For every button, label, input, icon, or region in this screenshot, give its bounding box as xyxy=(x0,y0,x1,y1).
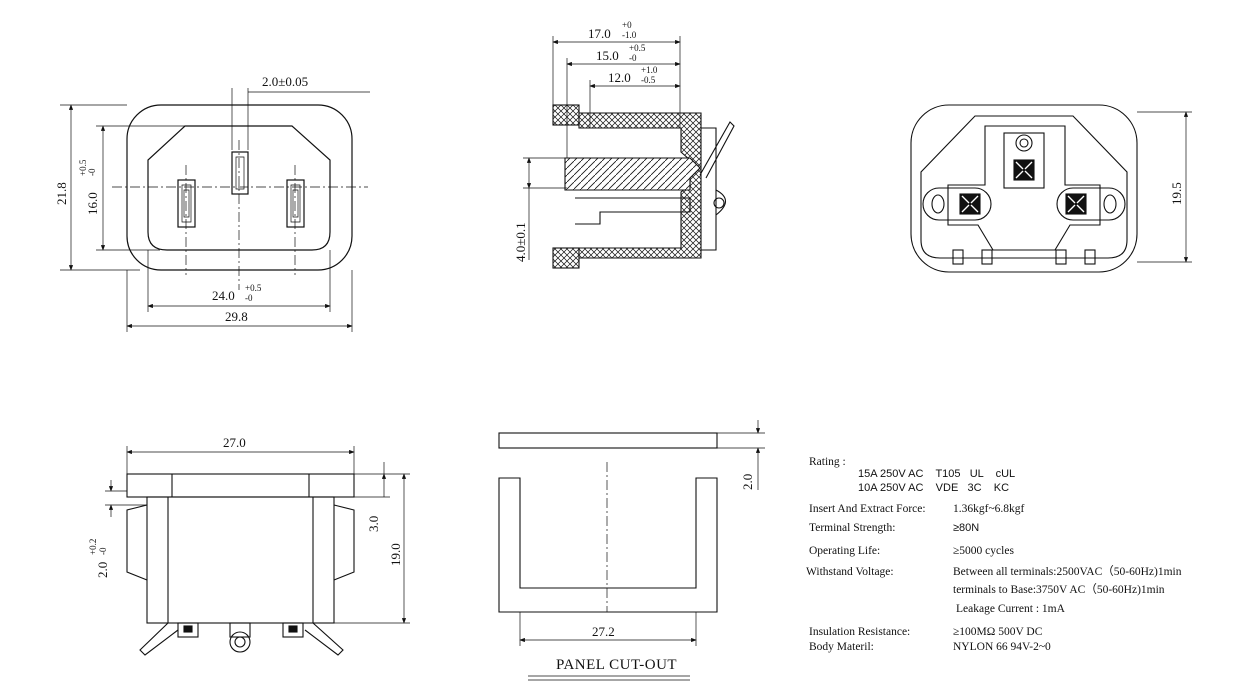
front-pin-right xyxy=(286,179,305,228)
dim-flange-width: 27.0 xyxy=(223,435,246,450)
rear-inner-contour xyxy=(920,115,1128,259)
rear-center-hole-inner xyxy=(1019,138,1029,148)
cutout-dimension-lines xyxy=(519,420,765,681)
dim-flange-thickness: 3.0 xyxy=(366,516,381,532)
terminal-leg-left xyxy=(139,622,179,656)
dim-outer-width: 29.8 xyxy=(225,309,248,324)
section-dimension-lines xyxy=(523,36,681,260)
dim-inner-height: 16.0 xyxy=(85,192,100,215)
dim-pin-width: 2.0±0.05 xyxy=(262,74,308,89)
dim-depth-17-up: +0 xyxy=(622,20,632,30)
rear-bottom-tabs xyxy=(952,249,1096,265)
dim-cutout-width: 27.2 xyxy=(592,624,615,639)
dim-body-height: 19.0 xyxy=(388,543,403,566)
spec-voltage-label: Withstand Voltage: xyxy=(806,566,894,578)
front-centerlines xyxy=(112,140,368,290)
dim-depth-17: 17.0 xyxy=(588,26,611,41)
spec-insert-value: 1.36kgf~6.8kgf xyxy=(953,503,1025,515)
rear-view xyxy=(910,104,1192,273)
section-body-wall xyxy=(578,112,702,259)
spec-voltage-value3: Leakage Current : 1mA xyxy=(956,603,1066,615)
dim-inner-height-tol-up: +0.5 xyxy=(78,159,88,176)
spec-insulation-value: ≥100MΩ 500V DC xyxy=(953,626,1043,638)
dim-depth-17-lo: -1.0 xyxy=(622,30,637,40)
section-inner-contact xyxy=(575,197,691,225)
panel-cutout-view xyxy=(498,420,765,681)
front-dimension-lines xyxy=(60,88,370,332)
dim-rear-height: 19.5 xyxy=(1169,182,1184,205)
side-latch-left xyxy=(126,504,148,581)
cutout-title: PANEL CUT-OUT xyxy=(556,657,677,673)
front-view xyxy=(60,88,370,332)
dim-inner-height-tol-lo: -0 xyxy=(87,168,97,176)
front-inner-contour xyxy=(147,125,331,251)
dim-depth-12-lo: -0.5 xyxy=(641,75,656,85)
dim-depth-12-up: +1.0 xyxy=(641,65,658,75)
terminal-leg-right xyxy=(304,622,344,656)
rear-center-hole xyxy=(1015,134,1033,152)
section-front-flange-bottom xyxy=(552,247,580,269)
spec-voltage-value1: Between all terminals:2500VAC（50-60Hz)1m… xyxy=(953,565,1182,578)
dim-cutout-wall: 2.0 xyxy=(740,474,755,490)
spec-terminal-value: ≥80N xyxy=(953,522,979,534)
front-outer-body xyxy=(126,104,353,271)
spec-voltage-value2: terminals to Base:3750V AC（50-60Hz)1min xyxy=(953,583,1165,596)
body-block xyxy=(146,496,335,624)
flange xyxy=(126,473,355,498)
section-pin-hatched xyxy=(564,157,701,191)
spec-rating-label: Rating : xyxy=(809,456,846,468)
spec-body-label: Body Materil: xyxy=(809,641,874,653)
dim-pin-offset: 4.0±0.1 xyxy=(513,222,528,262)
dim-depth-12: 12.0 xyxy=(608,70,631,85)
rear-dimension-lines xyxy=(1137,111,1192,263)
bottom-terminals xyxy=(177,622,304,653)
dim-side-latch-lo: -0 xyxy=(98,547,108,555)
rear-center-block xyxy=(1003,132,1045,189)
spec-life-value: ≥5000 cycles xyxy=(953,545,1014,557)
rear-terminal-left xyxy=(922,187,992,221)
cutout-u-shape xyxy=(498,477,718,613)
bottom-front-view xyxy=(105,446,410,656)
rear-terminal-frame xyxy=(947,125,1101,251)
rear-terminal-center xyxy=(1013,159,1035,181)
bottom-dimension-lines xyxy=(105,446,410,624)
rear-terminal-right xyxy=(1056,187,1126,221)
spec-terminal-label: Terminal Strength: xyxy=(809,522,895,534)
spec-life-label: Operating Life: xyxy=(809,545,880,557)
dim-inner-width-tol-lo: -0 xyxy=(245,293,253,303)
dim-height-total: 21.8 xyxy=(54,182,69,205)
front-pin-earth xyxy=(231,151,249,195)
section-front-flange xyxy=(552,104,580,126)
side-latch-right xyxy=(333,504,355,581)
rear-outer-body xyxy=(910,104,1138,273)
spec-body-value: NYLON 66 94V-2~0 xyxy=(953,641,1051,653)
dim-depth-15-up: +0.5 xyxy=(629,43,646,53)
spec-insert-label: Insert And Extract Force: xyxy=(809,503,926,515)
section-view xyxy=(523,36,735,269)
dim-inner-width: 24.0 xyxy=(212,288,235,303)
dim-side-latch: 2.0 xyxy=(95,562,110,578)
spec-insulation-label: Insulation Resistance: xyxy=(809,626,910,638)
section-clip xyxy=(699,121,735,251)
front-pin-left xyxy=(177,179,196,228)
dim-depth-15: 15.0 xyxy=(596,48,619,63)
spec-rating-line1: 15A 250V AC T105 UL cUL xyxy=(858,468,1015,480)
dim-inner-width-tol-up: +0.5 xyxy=(245,283,262,293)
dim-depth-15-lo: -0 xyxy=(629,53,637,63)
spec-rating-line2: 10A 250V AC VDE 3C KC xyxy=(858,482,1009,494)
cutout-panel-bar xyxy=(498,432,718,449)
dim-side-latch-up: +0.2 xyxy=(88,539,98,555)
spec-table: Rating : 15A 250V AC T105 UL cUL 10A 250… xyxy=(806,456,1182,653)
section-clip-hole xyxy=(713,197,725,209)
